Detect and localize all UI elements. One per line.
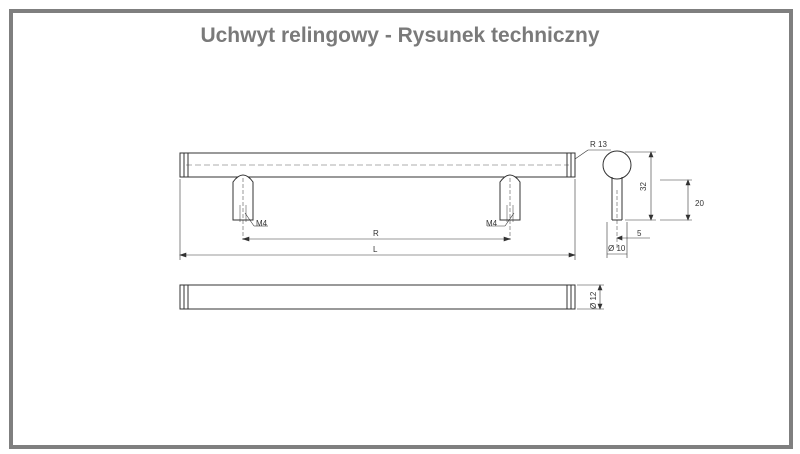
- drawing-frame: [9, 9, 793, 449]
- r13-leader: [574, 149, 611, 160]
- dimension-l-line: [179, 179, 576, 260]
- side-view: [602, 150, 632, 250]
- label-l: L: [373, 245, 378, 254]
- front-view-bar: [179, 152, 576, 178]
- right-leg: [499, 174, 521, 240]
- m4-right-leader: [504, 212, 515, 227]
- label-20: 20: [695, 199, 704, 208]
- page-title: Uchwyt relingowy - Rysunek techniczny: [200, 24, 600, 47]
- label-d10: Ø 10: [608, 244, 626, 253]
- left-leg: [232, 174, 254, 240]
- dimension-32-line: [625, 151, 656, 221]
- dimension-r-line: [242, 236, 511, 242]
- dimension-d12-line: [577, 284, 604, 310]
- dimension-5-line: [616, 235, 650, 241]
- label-m4-right: M4: [486, 219, 498, 228]
- label-r: R: [373, 229, 379, 238]
- bottom-view-bar: [179, 284, 576, 310]
- m4-left-leader: [244, 212, 255, 227]
- label-32: 32: [639, 182, 648, 191]
- label-r13: R 13: [590, 140, 607, 149]
- label-m4-left: M4: [256, 219, 268, 228]
- label-5: 5: [637, 229, 642, 238]
- dimension-d10-line: [606, 222, 628, 258]
- label-d12: Ø 12: [589, 291, 598, 309]
- dimension-20-line: [660, 179, 692, 221]
